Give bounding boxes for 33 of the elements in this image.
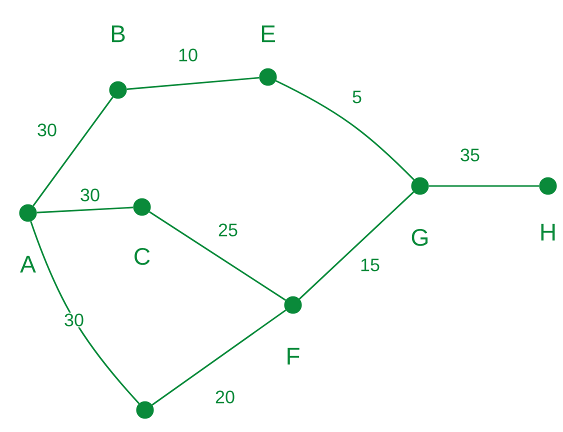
edge (30, 221, 140, 404)
graph-vertex: B (109, 26, 127, 99)
edge-label: 15 (359, 258, 382, 272)
edge-label: 5 (351, 90, 363, 104)
edge-label: 10 (177, 48, 199, 62)
graph-vertex: F (284, 296, 302, 364)
node-label: F (288, 348, 300, 364)
edge-label: 30 (36, 122, 58, 138)
graph-vertex: C (133, 198, 151, 265)
edge (152, 309, 286, 406)
node-label: G (412, 228, 428, 246)
node-label: E (262, 26, 275, 42)
node-label: H (541, 224, 555, 240)
node-label: B (112, 26, 125, 42)
node-label: A (20, 256, 36, 272)
graph-vertex (136, 401, 154, 419)
graph-vertex: A (19, 204, 37, 272)
edge-label: 30 (79, 188, 101, 202)
edge (148, 211, 286, 301)
edge (32, 96, 114, 206)
edge-label: 20 (214, 390, 236, 404)
edge-label: 35 (459, 148, 481, 162)
edge-label: 30 (63, 312, 86, 328)
edge (126, 76, 260, 90)
edge (36, 206, 134, 214)
edge (298, 191, 414, 300)
node-label: C (134, 248, 150, 265)
edge-label: 25 (217, 222, 240, 238)
graph-vertex: G (411, 177, 429, 246)
edge (428, 185, 540, 187)
graph-vertex: E (259, 26, 277, 86)
graph-vertex: H (539, 177, 557, 240)
edge (276, 80, 414, 180)
